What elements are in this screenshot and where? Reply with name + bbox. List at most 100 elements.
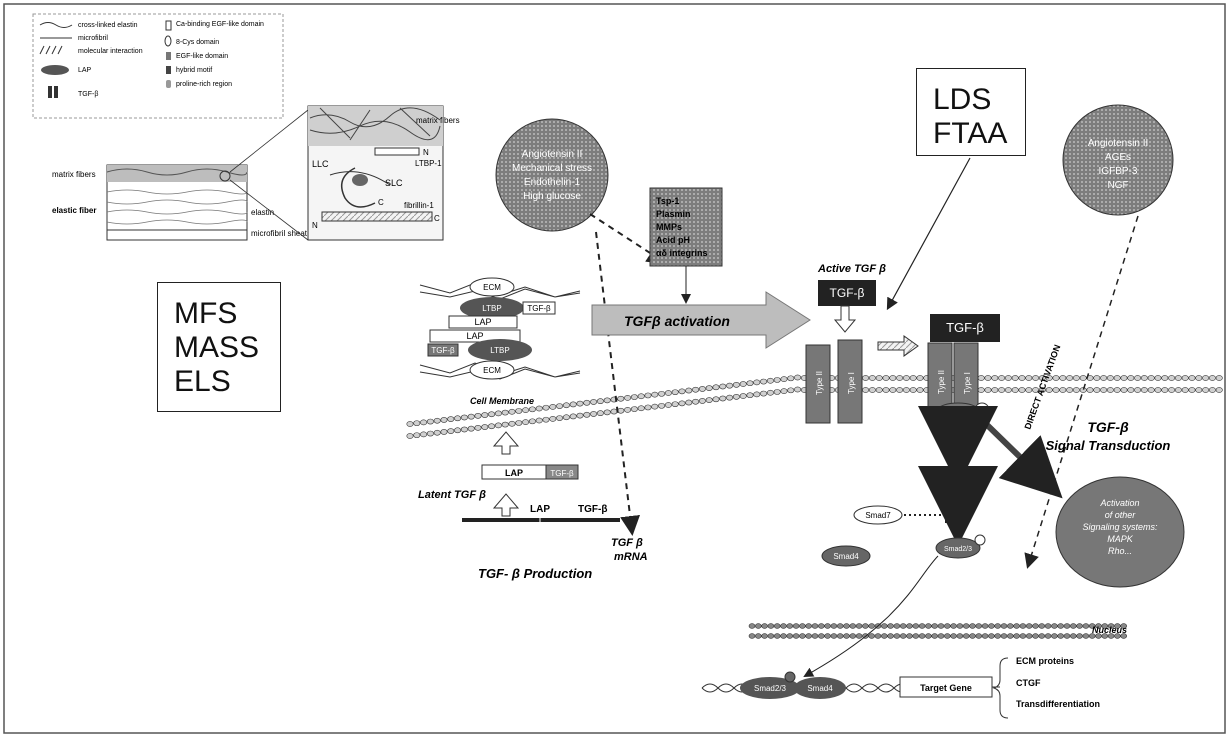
membrane-bead	[998, 387, 1004, 392]
membrane-bead	[407, 421, 413, 426]
membrane-bead	[806, 624, 812, 629]
membrane-bead	[495, 411, 501, 416]
interaction-legend-icon	[40, 46, 62, 54]
membrane-bead	[917, 375, 923, 380]
membrane-bead	[1045, 624, 1051, 629]
fibrillin-n-label: N	[312, 221, 318, 230]
membrane-bead	[1060, 375, 1066, 380]
other-act-2: of other	[1105, 510, 1137, 520]
membrane-bead	[590, 399, 596, 404]
membrane-bead	[1058, 634, 1064, 639]
membrane-bead	[793, 634, 799, 639]
smad7: Smad7	[854, 506, 902, 524]
membrane-bead	[825, 624, 831, 629]
membrane-bead	[1064, 624, 1070, 629]
membrane-bead	[611, 409, 617, 414]
phospho-label: P	[979, 406, 984, 415]
membrane-bead	[1128, 375, 1134, 380]
membrane-bead	[862, 387, 868, 392]
bound-type1-label: Type I	[963, 372, 972, 394]
membrane-bead	[1134, 387, 1140, 392]
membrane-bead	[1216, 375, 1222, 380]
membrane-bead	[970, 634, 976, 639]
membrane-bead	[638, 394, 644, 399]
membrane-bead	[604, 398, 610, 403]
tgfb-activation-arrow: TGFβ activation	[592, 292, 810, 348]
membrane-bead	[875, 634, 881, 639]
tgf-top-label: TGF-β	[527, 304, 551, 313]
membrane-bead	[768, 634, 774, 639]
membrane-bead	[825, 634, 831, 639]
membrane-bead	[713, 385, 719, 390]
membrane-bead	[1202, 375, 1208, 380]
legend: cross-linked elastin microfibril molecul…	[33, 14, 283, 118]
free-receptors: Type II Type I	[806, 340, 862, 423]
membrane-bead	[1012, 387, 1018, 392]
membrane-bead	[686, 400, 692, 405]
membrane-bead	[1012, 375, 1018, 380]
target-ctgf: CTGF	[1016, 678, 1041, 688]
membrane-bead	[754, 392, 760, 397]
membrane-bead	[951, 624, 957, 629]
up-arrow-upper	[494, 432, 518, 454]
membrane-bead	[799, 624, 805, 629]
nuclear-membrane	[749, 624, 1127, 639]
lap-bottom-label: LAP	[466, 331, 483, 341]
smad4-cytoplasm: Smad4	[822, 546, 870, 566]
membrane-bead	[1045, 634, 1051, 639]
membrane-bead	[781, 389, 787, 394]
membrane-bead	[740, 393, 746, 398]
membrane-bead	[774, 624, 780, 629]
membrane-bead	[1175, 375, 1181, 380]
membrane-bead	[482, 424, 488, 429]
lap-legend-icon	[41, 65, 69, 75]
membrane-bead	[1058, 624, 1064, 629]
membrane-bead	[903, 375, 909, 380]
membrane-bead	[726, 383, 732, 388]
membrane-bead	[988, 634, 994, 639]
membrane-bead	[913, 624, 919, 629]
membrane-bead	[550, 404, 556, 409]
membrane-bead	[1141, 375, 1147, 380]
membrane-bead	[468, 426, 474, 431]
membrane-bead	[1080, 375, 1086, 380]
membrane-bead	[812, 624, 818, 629]
fiber-diagram: matrix fibers elastic fiber elastin micr…	[52, 110, 311, 240]
ligand-right-arrow	[878, 336, 918, 356]
membrane-bead	[692, 399, 698, 404]
membrane-bead	[1196, 387, 1202, 392]
to-other-signaling-arrow	[982, 420, 1054, 490]
membrane-bead	[869, 375, 875, 380]
act-integrins: αδ integrins	[656, 248, 708, 258]
other-signaling-circle: Activation of other Signaling systems: M…	[1056, 477, 1184, 587]
stim-glucose: High glucose	[523, 191, 581, 202]
membrane-bead	[720, 384, 726, 389]
membrane-bead	[998, 375, 1004, 380]
membrane-bead	[1216, 387, 1222, 392]
act-tsp1: Tsp-1	[656, 196, 679, 206]
membrane-bead	[597, 411, 603, 416]
elastin-label: elastin	[251, 208, 274, 217]
membrane-bead	[907, 634, 913, 639]
rstim-ngf: NGF	[1107, 180, 1128, 191]
membrane-bead	[869, 624, 875, 629]
latent-lap-label: LAP	[505, 468, 523, 478]
ltbp-top-label: LTBP	[482, 304, 501, 313]
membrane-bead	[1209, 375, 1215, 380]
membrane-bead	[1114, 375, 1120, 380]
smad-to-nucleus-arrow	[805, 556, 938, 676]
smad23p-label: Smad2/3	[944, 546, 972, 553]
bound-type2-label: Type II	[937, 370, 946, 394]
stim-angiotensin: Angiotensin II	[522, 149, 583, 160]
membrane-bead	[938, 624, 944, 629]
membrane-bead	[1189, 375, 1195, 380]
legend-tgfb: TGF-β	[78, 91, 98, 98]
membrane-bead	[767, 390, 773, 395]
membrane-bead	[806, 634, 812, 639]
membrane-bead	[624, 395, 630, 400]
membrane-bead	[925, 624, 931, 629]
nuc-smad4-label: Smad4	[807, 684, 833, 693]
ltbp-n-label: N	[423, 148, 429, 157]
membrane-bead	[1007, 624, 1013, 629]
membrane-bead	[516, 408, 522, 413]
